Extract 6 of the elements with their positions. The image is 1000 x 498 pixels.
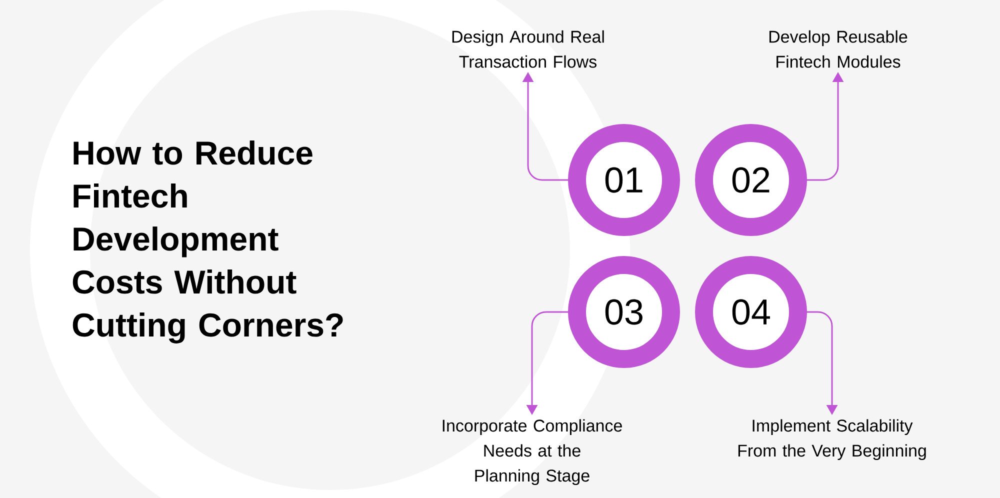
step-label: Design Around Real Transaction Flows [452,30,604,68]
step-label: Develop Reusable Fintech Modules [769,30,908,68]
step-label: Incorporate Compliance Needs at the Planning Stage [442,419,622,486]
title: How to Reduce Fintech Development Costs Without Cutting Corners? [72,140,343,344]
step-label: Implement Scalability From the Very Beginning [738,419,926,460]
node-label: 03 [605,299,642,325]
